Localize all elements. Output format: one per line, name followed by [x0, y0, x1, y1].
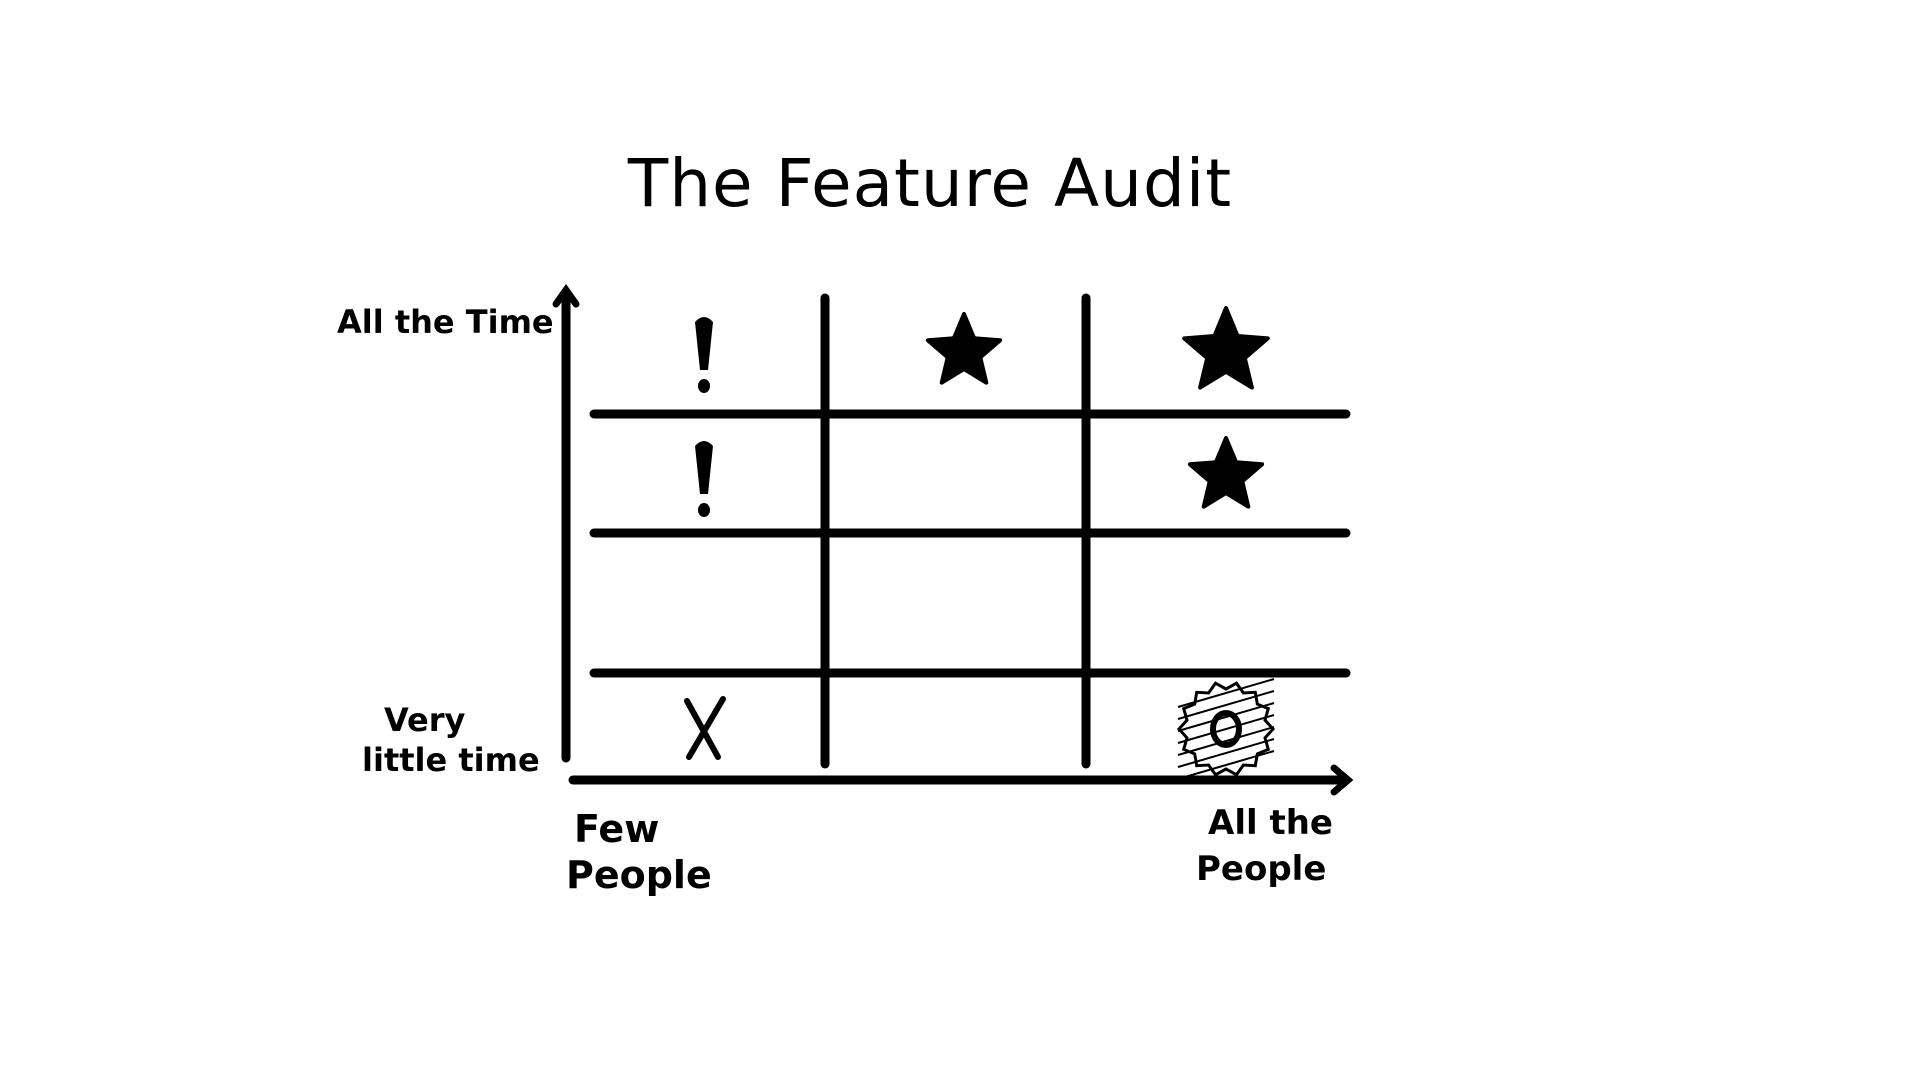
star-icon — [1187, 436, 1265, 509]
x-icon — [684, 696, 726, 760]
x-axis-left-label: Few People — [566, 806, 712, 898]
exclamation-icon — [695, 317, 713, 393]
y-axis-bottom-label: Very little time — [362, 700, 540, 780]
x-axis-arrowhead — [1330, 764, 1354, 796]
x-axis-left-label-line1: Few — [574, 807, 660, 851]
x-axis-right-label-line2: People — [1196, 849, 1327, 889]
x-axis-right-label: All the People — [1196, 800, 1333, 892]
gear-icon — [1176, 678, 1276, 780]
x-axis-right-label-line1: All the — [1208, 803, 1333, 843]
y-axis-arrowhead — [552, 283, 580, 308]
star-icon — [1182, 306, 1270, 390]
y-axis-bottom-label-line1: Very — [384, 701, 466, 739]
star-icon — [925, 312, 1003, 385]
y-axis-bottom-label-line2: little time — [362, 741, 540, 779]
diagram-title: The Feature Audit — [627, 145, 1233, 222]
exclamation-icon — [695, 441, 713, 517]
y-axis-top-label: All the Time — [337, 303, 554, 341]
x-axis-left-label-line2: People — [566, 853, 712, 897]
